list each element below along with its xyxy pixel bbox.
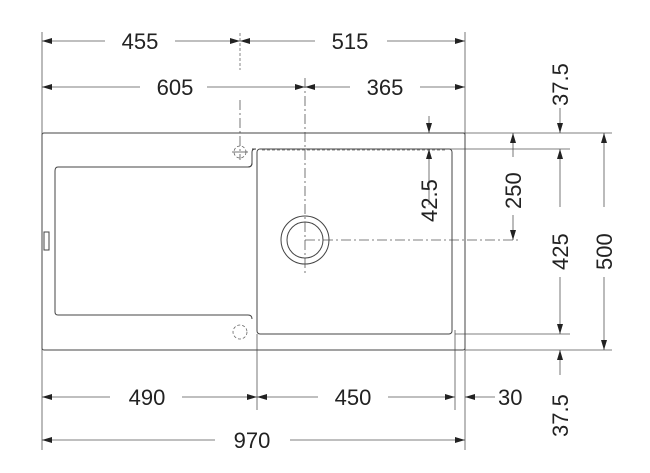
dim-250: 250	[501, 133, 526, 240]
dim-37.5-top: 37.5	[548, 63, 573, 106]
drain-outer	[280, 215, 330, 265]
bowl	[256, 148, 453, 335]
dim-450: 450	[335, 385, 372, 410]
dim-365: 365	[367, 75, 404, 100]
dim-top-row-2: 605 365	[42, 75, 465, 100]
dim-425-label: 425	[548, 233, 573, 270]
sink-outline	[41, 132, 466, 351]
dim-500-label: 500	[592, 233, 617, 270]
dim-30: 30	[498, 385, 522, 410]
dim-455: 455	[122, 29, 159, 54]
dim-bottom-37-5: 37.5	[548, 350, 573, 437]
extension-lines	[41, 32, 612, 450]
dim-37.5-bottom: 37.5	[548, 394, 573, 437]
dim-42.5: 42.5	[417, 179, 442, 222]
dim-515: 515	[332, 29, 369, 54]
dim-605: 605	[157, 75, 194, 100]
drain-inner	[286, 221, 324, 259]
dim-top-row-1: 455 515	[42, 29, 465, 54]
dim-500: 500	[592, 133, 617, 350]
dim-970: 970	[234, 428, 271, 453]
dim-total-width: 970	[42, 428, 465, 453]
dim-42-5: 42.5	[417, 116, 442, 222]
side-slot	[43, 231, 50, 251]
dim-top-37-5: 37.5	[548, 63, 573, 133]
drainboard	[58, 148, 257, 168]
dim-250-label: 250	[501, 172, 526, 209]
dim-bottom-row-1: 490 450 30	[42, 385, 522, 410]
overflow-hole	[232, 324, 248, 340]
dim-490: 490	[129, 385, 166, 410]
dim-425: 425	[548, 149, 573, 334]
